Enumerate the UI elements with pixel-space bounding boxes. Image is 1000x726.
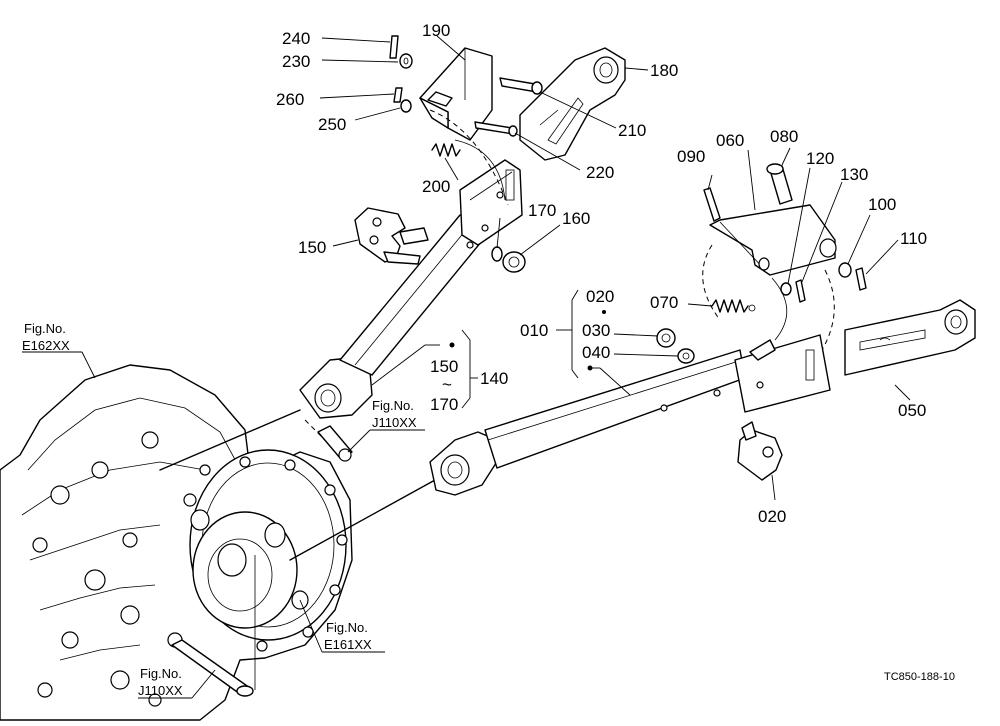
label-210: 210 (618, 121, 646, 140)
figref-leaders (22, 351, 425, 699)
label-100: 100 (868, 195, 896, 214)
link-050 (844, 299, 976, 376)
pin-090 (703, 187, 721, 222)
group-dot-140 (449, 342, 455, 348)
bracket-060 (709, 204, 837, 276)
pin-130 (795, 279, 806, 303)
nut-160 (502, 251, 526, 273)
label-050: 050 (898, 401, 926, 420)
diagram-code: TC850-188-10 (884, 671, 955, 683)
label-160: 160 (562, 209, 590, 228)
washer-100 (838, 262, 852, 278)
label-180: 180 (650, 61, 678, 80)
label-130: 130 (840, 165, 868, 184)
bolt-080 (766, 163, 793, 205)
assembly-arc-upper (429, 109, 509, 206)
figref-e161-code: E161XX (324, 637, 372, 652)
label-110: 110 (900, 229, 927, 248)
figref-j110-upper-title: Fig.No. (372, 398, 414, 413)
label-170: 170 (528, 201, 556, 220)
assembly-arc-right-a (702, 244, 721, 321)
washer-250 (400, 99, 412, 113)
connector-line-right (289, 479, 436, 561)
label-group-tilde: ~ (442, 375, 452, 394)
label-260: 260 (276, 90, 304, 109)
spring-200 (431, 143, 461, 157)
figref-e161-title: Fig.No. (326, 620, 368, 635)
spring-070 (711, 299, 756, 313)
leaders (319, 35, 911, 501)
figref-j110-lower-title: Fig.No. (140, 666, 182, 681)
connector-line-left (159, 409, 301, 471)
label-120: 120 (806, 149, 834, 168)
pin-210 (499, 77, 543, 95)
washer-040 (677, 348, 695, 364)
bracket-150 (354, 207, 429, 265)
pin-260 (393, 87, 403, 103)
label-200: 200 (422, 177, 450, 196)
label-190: 190 (422, 21, 450, 40)
label-070: 070 (650, 293, 678, 312)
assembly-curve-upper (454, 139, 506, 201)
label-020-lower: 020 (758, 507, 786, 526)
nut-030 (656, 328, 676, 348)
label-240: 240 (282, 29, 310, 48)
label-150: 150 (298, 238, 326, 257)
figref-j110-upper-code: J110XX (372, 415, 417, 430)
pin-110 (855, 267, 867, 291)
label-group-150: 150 (430, 357, 458, 376)
bracket-020 (737, 421, 783, 481)
label-group-030: 030 (582, 321, 610, 340)
transmission-housing (0, 364, 353, 721)
pin-220 (474, 121, 518, 137)
group-dot-010 (587, 365, 593, 371)
label-080: 080 (770, 127, 798, 146)
label-090: 090 (677, 147, 705, 166)
pin-120 (780, 282, 792, 296)
bolt-upper (317, 425, 353, 462)
label-060: 060 (716, 131, 744, 150)
assembly-arc-right-b (821, 269, 835, 351)
label-group-040: 040 (582, 343, 610, 362)
left-lower-link (299, 159, 523, 419)
pin-240 (389, 35, 399, 59)
label-group-020: 020 (586, 287, 614, 306)
figref-j110-lower-code: J110XX (138, 683, 183, 698)
label-group-010: 010 (520, 321, 548, 340)
right-lower-link (429, 334, 831, 496)
washer-230 (399, 53, 413, 69)
label-220: 220 (586, 163, 614, 182)
figref-e162-code: E162XX (22, 338, 70, 353)
washer-170 (491, 246, 503, 262)
assembly-curve-right (771, 277, 788, 341)
label-230: 230 (282, 52, 310, 71)
label-250: 250 (318, 115, 346, 134)
label-group-140: 140 (480, 369, 508, 388)
figref-e162-title: Fig.No. (24, 321, 66, 336)
label-group-170: 170 (430, 395, 458, 414)
group-separator-dot (602, 310, 606, 314)
plate-180 (519, 47, 626, 161)
